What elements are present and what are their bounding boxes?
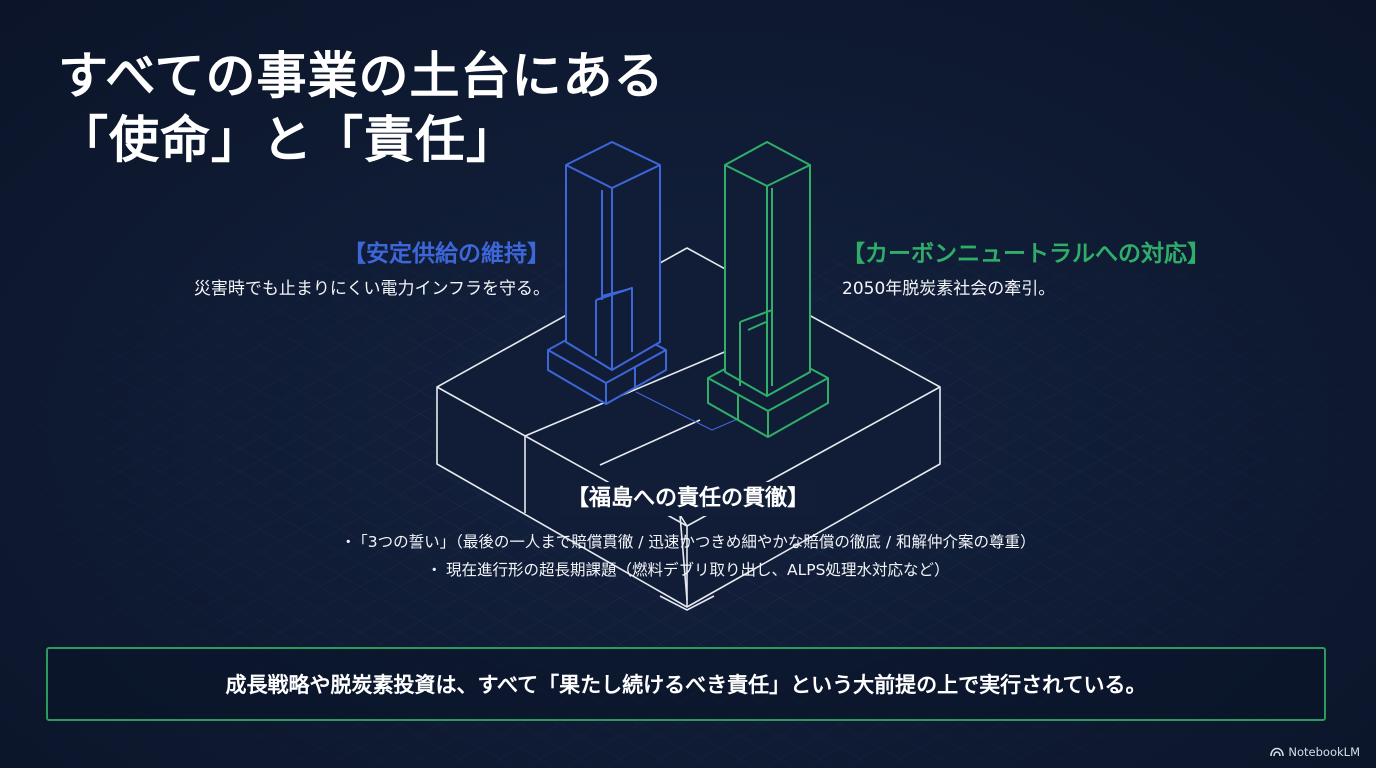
left-pillar-description: 災害時でも止まりにくい電力インフラを守る。 <box>193 279 550 299</box>
conclusion-box: 成長戦略や脱炭素投資は、すべて「果たし続けるべき責任」という大前提の上で実行され… <box>46 647 1326 721</box>
list-item: ・現在進行形の超長期課題（燃料デブリ取り出し、ALPS処理水対応など） <box>188 556 1188 584</box>
right-pillar-heading: 【カーボンニュートラルへの対応】 <box>842 241 1210 267</box>
branding: NotebookLM <box>1270 745 1360 759</box>
blue-pillar <box>547 141 667 405</box>
green-pillar <box>707 141 829 438</box>
pillar-connector <box>635 391 741 431</box>
bullet-text: 「3つの誓い」（最後の一人まで賠償貫徹 / 迅速かつきめ細やかな賠償の徹底 / … <box>359 533 1036 551</box>
branding-label: NotebookLM <box>1288 745 1360 759</box>
left-pillar-label: 【安定供給の維持】 災害時でも止まりにくい電力インフラを守る。 <box>194 238 550 302</box>
foundation-bullets: ・「3つの誓い」（最後の一人まで賠償貫徹 / 迅速かつきめ細やかな賠償の徹底 /… <box>188 528 1188 584</box>
conclusion-text: 成長戦略や脱炭素投資は、すべて「果たし続けるべき責任」という大前提の上で実行され… <box>225 673 1147 697</box>
down-arrow <box>659 595 715 611</box>
left-pillar-heading: 【安定供給の維持】 <box>343 241 550 267</box>
notebooklm-logo-icon <box>1270 747 1285 757</box>
bullet-text: 現在進行形の超長期課題（燃料デブリ取り出し、ALPS処理水対応など） <box>446 561 950 579</box>
title-line-2: 「使命」と「責任」 <box>58 111 517 169</box>
list-item: ・「3つの誓い」（最後の一人まで賠償貫徹 / 迅速かつきめ細やかな賠償の徹底 /… <box>188 528 1188 556</box>
bullet-marker: ・ <box>340 533 356 551</box>
foundation-label: 【福島への責任の貫徹】 ・「3つの誓い」（最後の一人まで賠償貫徹 / 迅速かつき… <box>188 482 1188 584</box>
right-pillar-description: 2050年脱炭素社会の牽引。 <box>842 279 1056 299</box>
foundation-heading: 【福島への責任の貫徹】 <box>558 482 817 516</box>
bullet-marker: ・ <box>426 561 443 579</box>
slide-title: すべての事業の土台にある 「使命」と「責任」 <box>58 44 665 172</box>
right-pillar-label: 【カーボンニュートラルへの対応】 2050年脱炭素社会の牽引。 <box>842 238 1210 302</box>
foundation-slab <box>436 247 941 608</box>
title-line-1: すべての事業の土台にある <box>58 47 665 105</box>
